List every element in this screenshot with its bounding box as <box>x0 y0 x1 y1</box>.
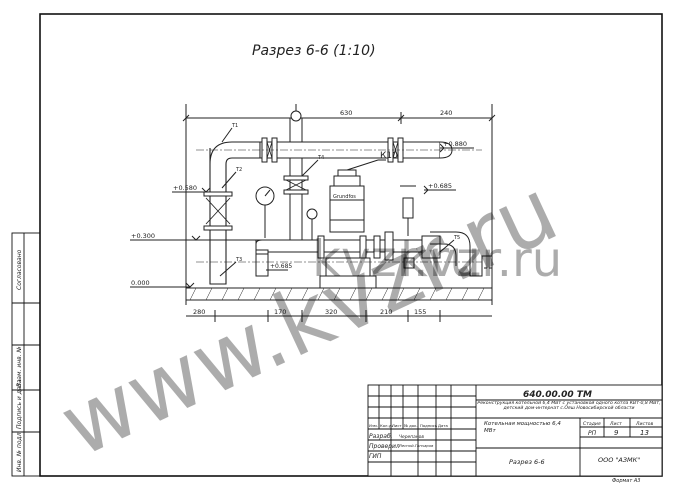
dim-top-1: 630 <box>340 109 352 117</box>
hdr-izm: Изм. <box>369 423 378 428</box>
company-name: ООО "АЗМК" <box>598 456 640 464</box>
section-title: Разрез 6-6 (1:10) <box>252 43 376 59</box>
pipe-label-t3: Т3 <box>235 257 242 263</box>
pipe-label-t1: Т1 <box>231 123 238 129</box>
project-name: Реконструкция котельной 6,4 МВт с устано… <box>477 401 661 412</box>
developed-label: Разраб. <box>369 433 393 440</box>
pipe-label-t5: Т5 <box>453 235 460 241</box>
elev-0000: 0.000 <box>131 279 150 287</box>
dim-bottom-2: 170 <box>274 308 286 316</box>
elev-0880: +0.880 <box>443 140 467 148</box>
dim-top-2: 240 <box>440 109 452 117</box>
hdr-podpis: Подпись <box>420 423 438 428</box>
sheets-value: 13 <box>640 429 649 437</box>
sheet-label: Лист <box>609 421 622 427</box>
side-label-inventory: Инв. № подл. <box>16 431 23 472</box>
developed-name: Черепанов <box>399 434 424 440</box>
pump-brand: Grundfos <box>333 194 356 200</box>
object-name: Котельная мощностью 6,4 МВт <box>484 421 561 434</box>
side-label-agreed: Согласовано <box>16 249 23 290</box>
sheet-value: 9 <box>614 429 619 437</box>
sheets-label: Листов <box>635 421 653 427</box>
checked-label: Проверил <box>369 443 400 450</box>
side-label-replaced: Взам. инв. № <box>16 346 23 387</box>
section-name: Разрез 6-6 <box>509 458 545 466</box>
hdr-ndoc: № док. <box>404 423 418 428</box>
checked-name: Лесной-Гончаров <box>398 443 434 448</box>
elev-0685-right: +0.685 <box>428 182 452 190</box>
equipment-tag-k10: К10 <box>380 151 398 161</box>
object-name-box: Котельная мощностью 6,4 МВт <box>484 421 561 434</box>
format-label: Формат А3 <box>612 478 640 484</box>
stage-label: Стадия <box>583 421 601 427</box>
hdr-koluch: Кол.уч <box>380 423 393 428</box>
watermark-center: kvzr.ru <box>312 230 481 288</box>
dim-bottom-1: 280 <box>193 308 205 316</box>
elev-0580: +0.580 <box>173 184 197 192</box>
side-stamp-table <box>11 232 41 477</box>
side-label-signature: Подпись и дата <box>16 379 23 429</box>
dim-bottom-3: 320 <box>325 308 337 316</box>
watermark-right: kvzr.ru <box>400 232 562 288</box>
project-name-box: Реконструкция котельной 6,4 МВт с устано… <box>477 401 661 412</box>
pipe-label-t2: Т2 <box>235 167 242 173</box>
title-block <box>367 384 663 477</box>
pipe-label-t4: Т4 <box>317 155 324 161</box>
stage-value: РП <box>588 430 597 437</box>
gip-label: ГИП <box>369 453 382 460</box>
dim-bottom-4: 210 <box>380 308 392 316</box>
piping-section-drawing <box>130 104 496 322</box>
dim-bottom-5: 155 <box>414 308 426 316</box>
doc-code: 640.00.00 ТМ <box>523 390 592 400</box>
hdr-list: Лист <box>392 423 402 428</box>
hdr-data: Дата <box>438 423 448 428</box>
elev-0300: +0.300 <box>131 232 155 240</box>
elev-0685-left: +0.685 <box>270 263 292 270</box>
